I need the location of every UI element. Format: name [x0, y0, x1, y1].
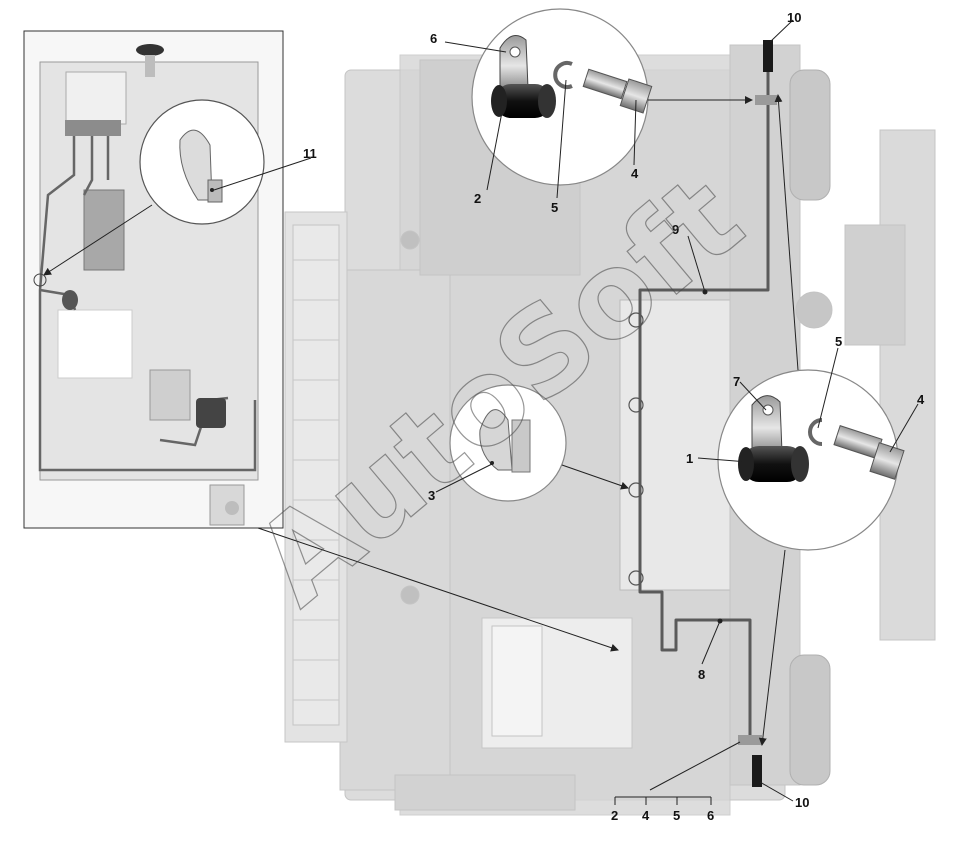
callout-10-top: 10 [787, 10, 801, 25]
callout-8: 8 [698, 667, 705, 682]
detail-right-magnifier [717, 369, 905, 551]
group-label-4: 4 [642, 808, 650, 823]
group-label-2: 2 [611, 808, 618, 823]
callout-3: 3 [428, 488, 435, 503]
detail-center-magnifier [449, 384, 567, 502]
conveyor-slats [293, 259, 339, 701]
callout-4-top: 4 [631, 166, 639, 181]
harness-clip-markers [628, 312, 644, 586]
callout-5-top: 5 [551, 200, 558, 215]
inset-to-machine-arrow [257, 527, 619, 652]
leader-lines [213, 19, 919, 802]
callout-7: 7 [733, 374, 740, 389]
detail-right-arrow-lower [758, 549, 786, 746]
callout-6: 6 [430, 31, 437, 46]
electrical-panel-inset [23, 30, 284, 529]
parts-group-bracket [614, 796, 712, 805]
callout-labels: 6 2 5 4 10 11 9 7 1 5 4 3 8 10 [303, 10, 925, 810]
callout-2: 2 [474, 191, 481, 206]
detail-right-arrow [774, 94, 799, 371]
callout-9: 9 [672, 222, 679, 237]
callout-11: 11 [303, 146, 317, 161]
callout-10-bottom: 10 [795, 795, 809, 810]
detail-center-arrow [561, 464, 629, 490]
group-label-5: 5 [673, 808, 680, 823]
parts-group-labels: 2 4 5 6 [611, 808, 714, 823]
callout-1: 1 [686, 451, 693, 466]
group-label-6: 6 [707, 808, 714, 823]
callout-4-right: 4 [917, 392, 925, 407]
harness-connector-top [755, 40, 777, 105]
callout-5-right: 5 [835, 334, 842, 349]
harness-connector-bottom [738, 735, 762, 787]
detail-top-magnifier [471, 8, 653, 186]
